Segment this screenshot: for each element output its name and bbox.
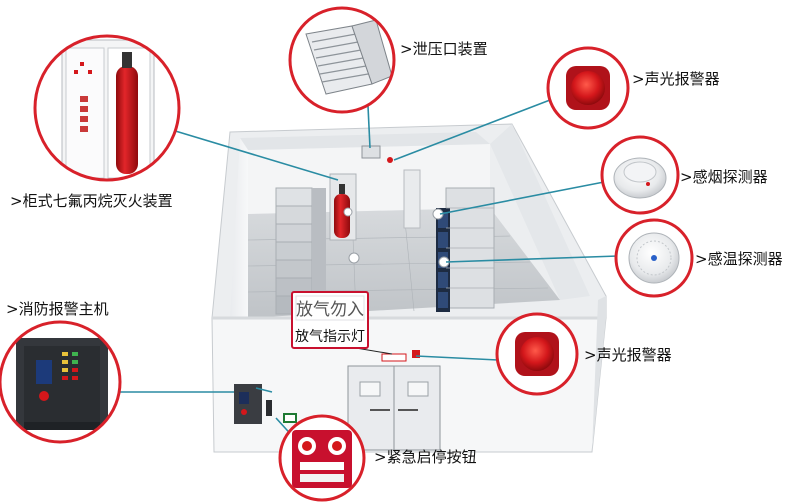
sign-text: 放气勿入 xyxy=(296,300,364,320)
indicator-label: 放气指示灯 xyxy=(295,329,365,345)
cabinet-label: >柜式七氟丙烷灭火装置 xyxy=(10,192,173,210)
alarm-panel-label: >消防报警主机 xyxy=(6,300,109,318)
cabinet-callout xyxy=(33,34,181,182)
room-column xyxy=(403,169,421,229)
vent-callout xyxy=(288,6,396,114)
wall-start-stop-box xyxy=(283,413,297,423)
alarm-top-callout xyxy=(546,46,630,130)
alarm-panel-callout xyxy=(0,320,122,444)
vent-icon xyxy=(305,19,393,95)
smoke-detector-label: >感烟探测器 xyxy=(680,168,768,186)
server-room-cutaway xyxy=(211,123,607,453)
gas-discharge-sign: 放气勿入 放气指示灯 xyxy=(291,291,369,349)
room-door xyxy=(347,350,441,451)
room-vent xyxy=(361,145,381,159)
emergency-button-label: >紧急启停按钮 xyxy=(374,448,477,466)
heat-detector-callout xyxy=(614,218,694,298)
vent-label: >泄压口装置 xyxy=(400,40,488,58)
smoke-detector-callout xyxy=(600,135,680,215)
emergency-button-icon xyxy=(292,430,352,488)
alarm-icon xyxy=(566,66,610,110)
heat-detector-label: >感温探测器 xyxy=(695,250,783,268)
room-gas-cylinder xyxy=(329,173,357,241)
wall-control-panel xyxy=(234,384,272,424)
heat-detector-icon xyxy=(628,232,680,284)
control-panel-icon xyxy=(16,338,108,430)
smoke-detector-icon xyxy=(613,157,667,199)
emergency-button-callout xyxy=(278,414,366,502)
alarm-bottom-callout xyxy=(495,312,579,396)
alarm-bottom-label: >声光报警器 xyxy=(584,346,672,364)
leader-lines xyxy=(120,99,619,441)
alarm-icon xyxy=(515,332,559,376)
gas-cylinder-icon xyxy=(116,66,138,174)
alarm-top-label: >声光报警器 xyxy=(632,70,720,88)
room-alarm-dot xyxy=(387,157,393,163)
